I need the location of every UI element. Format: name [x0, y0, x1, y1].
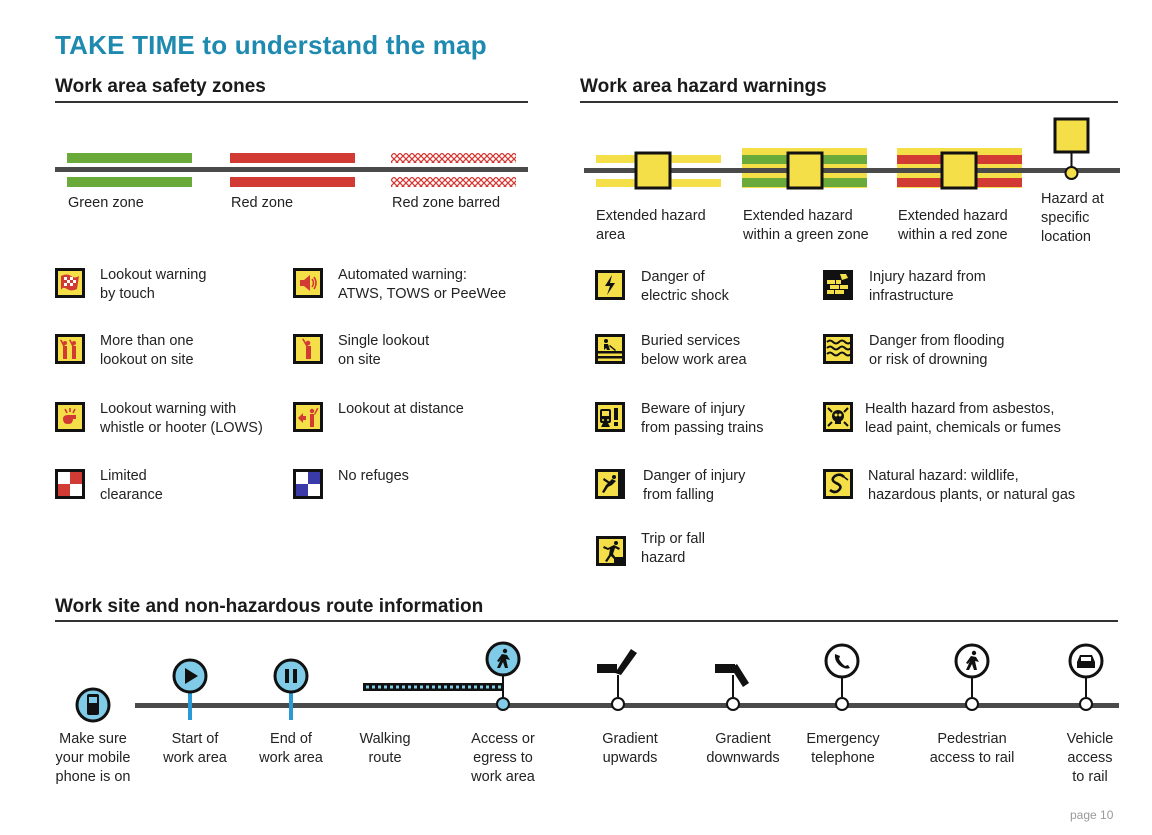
lookout-distance-label: Lookout at distance — [338, 401, 464, 417]
safety-zones-heading: Work area safety zones — [55, 76, 266, 97]
walking-route-icon — [363, 683, 503, 691]
speaker-icon — [293, 268, 323, 298]
red-checker-icon — [55, 469, 85, 499]
access-egress-icon — [485, 641, 521, 711]
emergency-telephone-icon — [824, 643, 860, 711]
hazard-markers-diagram — [584, 115, 1120, 190]
skull-icon — [823, 402, 853, 432]
distant-lookout-icon — [293, 402, 323, 432]
red-zone-label: Red zone — [231, 195, 294, 211]
red-zone-barred-label: Red zone barred — [392, 195, 501, 211]
red-zone-barred-bar — [391, 153, 516, 163]
single-lookout-icon — [293, 334, 323, 364]
route-info-rule — [55, 620, 1118, 622]
digging-icon — [595, 334, 625, 364]
green-zone-bar — [67, 153, 192, 163]
mobile-phone-icon — [75, 687, 111, 723]
safety-zones-rule — [55, 101, 528, 103]
falling-person-icon — [595, 469, 625, 499]
blue-checker-icon — [293, 469, 323, 499]
waves-icon — [823, 334, 853, 364]
page-title: TAKE TIME to understand the map — [55, 30, 487, 60]
track-line — [55, 167, 528, 172]
track-line — [135, 703, 1119, 708]
end-work-area-icon — [273, 658, 309, 720]
red-zone-barred-bar — [391, 177, 516, 187]
green-zone-label: Green zone — [68, 195, 144, 211]
gradient-upwards-icon — [597, 649, 637, 711]
natural-hazard-label: Natural hazard: wildlife,hazardous plant… — [868, 468, 1076, 503]
green-zone-bar — [67, 177, 192, 187]
vehicle-access-icon — [1068, 643, 1104, 711]
red-zone-bar — [230, 153, 355, 163]
multiple-lookouts-icon — [55, 334, 85, 364]
safety-zones-diagram — [55, 150, 528, 190]
pedestrian-access-icon — [954, 643, 990, 711]
automated-warning-label: Automated warning:ATWS, TOWS or PeeWee — [338, 267, 507, 302]
health-hazard-label: Health hazard from asbestos,lead paint, … — [865, 401, 1061, 436]
lightning-icon — [595, 270, 625, 300]
whistle-icon — [55, 402, 85, 432]
hazard-warnings-rule — [580, 101, 1118, 103]
start-work-area-icon — [172, 658, 208, 720]
route-diagram — [55, 635, 1125, 725]
page-number: page 10 — [1070, 808, 1114, 822]
checkered-flag-icon — [55, 268, 85, 298]
trip-icon — [596, 536, 626, 566]
snake-icon — [823, 469, 853, 499]
bricks-icon — [823, 270, 853, 300]
red-zone-bar — [230, 177, 355, 187]
train-warning-icon — [595, 402, 625, 432]
route-info-heading: Work site and non-hazardous route inform… — [55, 596, 484, 617]
no-refuges-label: No refuges — [338, 468, 409, 484]
gradient-downwards-icon — [715, 664, 749, 711]
hazard-warnings-heading: Work area hazard warnings — [580, 76, 827, 97]
